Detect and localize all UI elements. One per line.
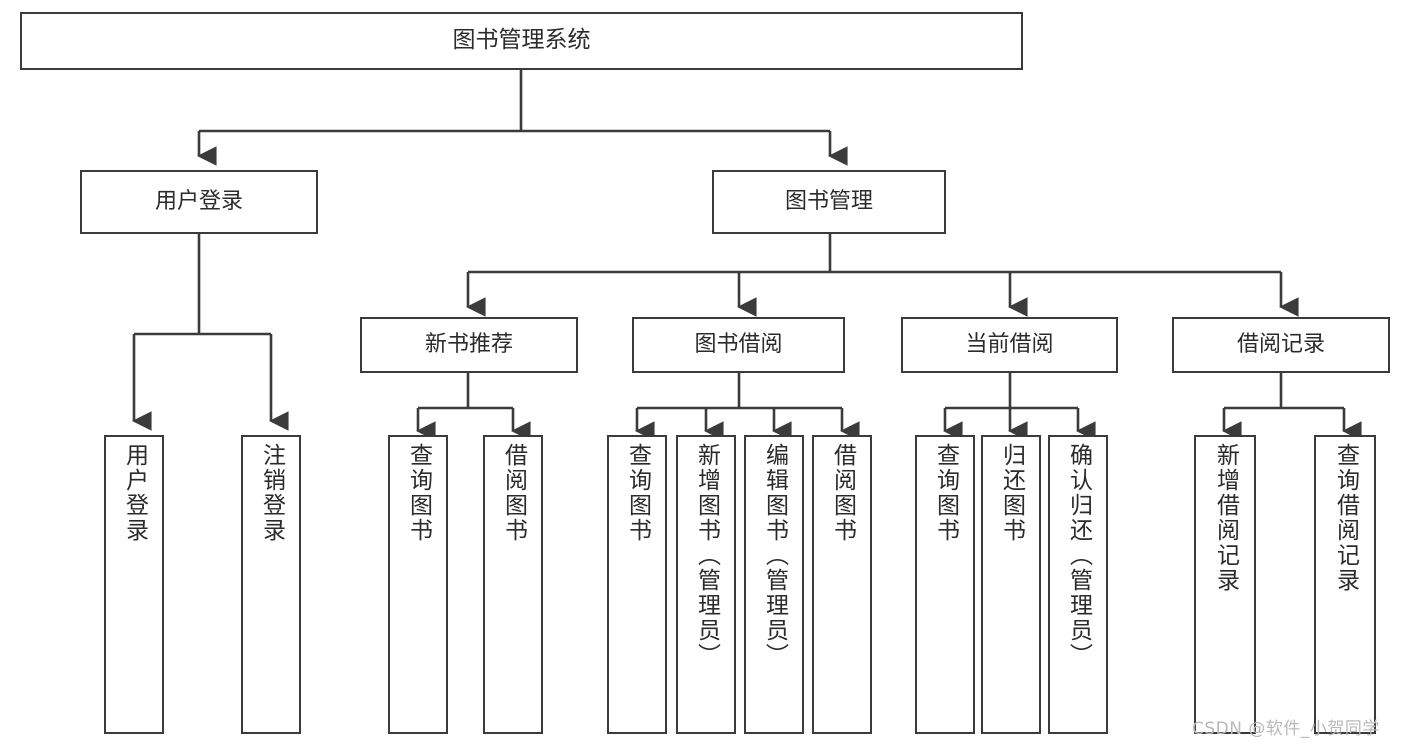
leaf-label: 新增图书（管理员） (693, 443, 720, 668)
leaf-current-borrow-query-books[interactable]: 查询图书 (915, 435, 975, 734)
leaf-label: 查询图书 (405, 443, 432, 543)
node-label: 当前借阅 (965, 332, 1054, 358)
leaf-book-borrow-query-books[interactable]: 查询图书 (607, 435, 667, 734)
leaf-label: 注销登录 (258, 443, 285, 543)
node-book-borrowing[interactable]: 图书借阅 (632, 317, 845, 373)
node-current-borrowing[interactable]: 当前借阅 (901, 317, 1118, 373)
node-label: 图书管理系统 (452, 27, 591, 54)
leaf-book-borrow-borrow-books[interactable]: 借阅图书 (812, 435, 872, 734)
leaf-label: 查询图书 (932, 443, 959, 543)
leaf-label: 确认归还（管理员） (1065, 443, 1092, 668)
leaf-current-borrow-confirm-return-admin[interactable]: 确认归还（管理员） (1048, 435, 1108, 734)
leaf-label: 编辑图书（管理员） (761, 443, 788, 668)
node-label: 用户登录 (154, 189, 243, 215)
node-label: 图书借阅 (694, 332, 783, 358)
node-label: 新书推荐 (424, 332, 513, 358)
leaf-label: 归还图书 (998, 443, 1025, 543)
leaf-label: 查询图书 (624, 443, 651, 543)
node-label: 借阅记录 (1236, 332, 1325, 358)
leaf-label: 借阅图书 (500, 443, 527, 543)
node-borrowing-records[interactable]: 借阅记录 (1172, 317, 1390, 373)
node-user-login[interactable]: 用户登录 (80, 170, 318, 234)
node-label: 图书管理 (784, 189, 873, 215)
leaf-label: 借阅图书 (829, 443, 856, 543)
leaf-borrow-record-query-record[interactable]: 查询借阅记录 (1314, 435, 1376, 734)
node-root-book-management-system[interactable]: 图书管理系统 (20, 12, 1023, 70)
csdn-watermark: CSDN @软件_小贺同学 (1192, 719, 1380, 739)
leaf-label: 查询借阅记录 (1332, 443, 1359, 593)
leaf-label: 新增借阅记录 (1212, 443, 1239, 593)
leaf-current-borrow-return-books[interactable]: 归还图书 (981, 435, 1041, 734)
leaf-book-borrow-edit-book-admin[interactable]: 编辑图书（管理员） (744, 435, 804, 734)
leaf-new-book-query-books[interactable]: 查询图书 (388, 435, 448, 734)
node-new-book-recommendation[interactable]: 新书推荐 (360, 317, 578, 373)
leaf-label: 用户登录 (121, 443, 148, 543)
node-book-management[interactable]: 图书管理 (712, 170, 946, 234)
leaf-borrow-record-add-record[interactable]: 新增借阅记录 (1194, 435, 1256, 734)
leaf-user-login-login[interactable]: 用户登录 (104, 435, 164, 734)
leaf-book-borrow-add-book-admin[interactable]: 新增图书（管理员） (676, 435, 736, 734)
leaf-user-login-logout[interactable]: 注销登录 (241, 435, 301, 734)
leaf-new-book-borrow-books[interactable]: 借阅图书 (483, 435, 543, 734)
